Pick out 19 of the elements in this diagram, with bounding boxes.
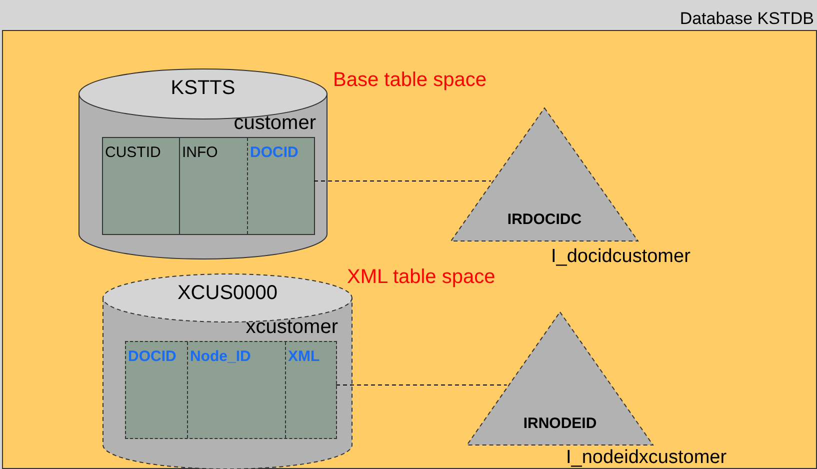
column-name: Node_ID bbox=[190, 348, 251, 365]
table-space-name: KSTTS bbox=[170, 77, 236, 100]
column-name: INFO bbox=[182, 144, 218, 161]
frame-title: Database KSTDB bbox=[680, 9, 814, 29]
column-name: DOCID bbox=[250, 144, 298, 161]
column-name: DOCID bbox=[128, 348, 176, 365]
table-space-label: Base table space bbox=[333, 69, 486, 92]
column-name: XML bbox=[288, 348, 320, 365]
table-name: customer bbox=[234, 112, 316, 135]
table-name: xcustomer bbox=[246, 316, 338, 339]
table-space-name: XCUS0000 bbox=[176, 282, 279, 305]
connector-line bbox=[336, 384, 508, 386]
connector-line bbox=[314, 180, 492, 182]
index-name: IRDOCIDC bbox=[506, 211, 583, 228]
index-name: IRNODEID bbox=[522, 415, 598, 432]
index-label: I_nodeidxcustomer bbox=[566, 447, 727, 469]
table-space-label: XML table space bbox=[347, 266, 496, 289]
index-label: I_docidcustomer bbox=[551, 246, 690, 268]
column-name: CUSTID bbox=[105, 144, 161, 161]
